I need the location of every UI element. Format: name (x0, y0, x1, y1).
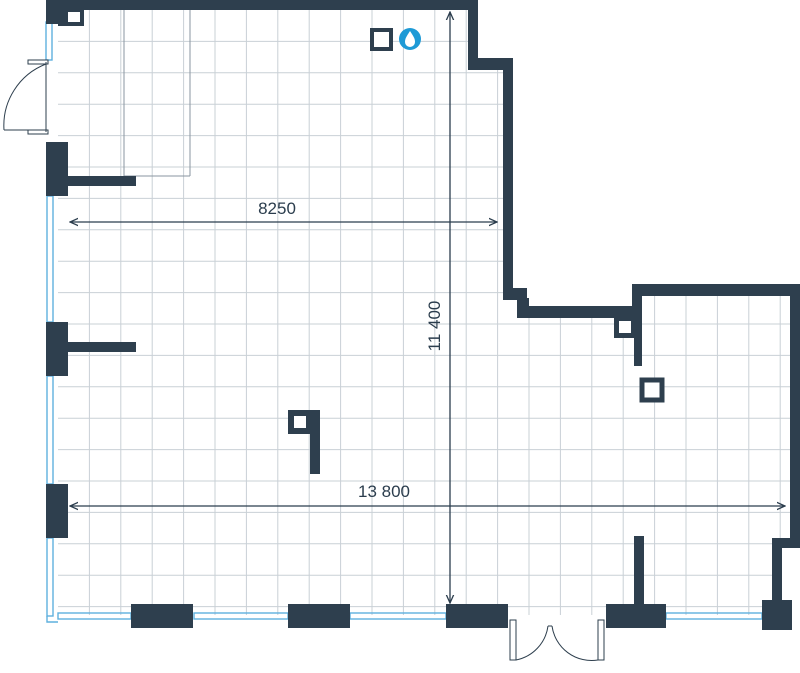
door-left (3, 59, 49, 135)
window-bottom-1 (57, 612, 132, 620)
window-left-2 (46, 375, 54, 485)
window-left-3 (46, 537, 54, 617)
column-marker (639, 377, 665, 403)
square-outline-icon (370, 28, 393, 51)
door-bottom (509, 619, 605, 661)
window-bottom-4 (665, 612, 763, 620)
water-drop-icon (399, 28, 421, 50)
window-left-top (45, 21, 53, 61)
window-bottom-3 (349, 612, 447, 620)
window-bottom-2 (193, 612, 289, 620)
dimension-label-11400: 11 400 (425, 301, 444, 352)
dimension-lines (70, 12, 785, 603)
dimension-label-8250: 8250 (258, 199, 296, 218)
dimension-label-13800: 13 800 (358, 482, 410, 501)
walls (46, 0, 800, 630)
window-left-1 (46, 195, 54, 323)
built-in-cabinet (123, 10, 191, 177)
